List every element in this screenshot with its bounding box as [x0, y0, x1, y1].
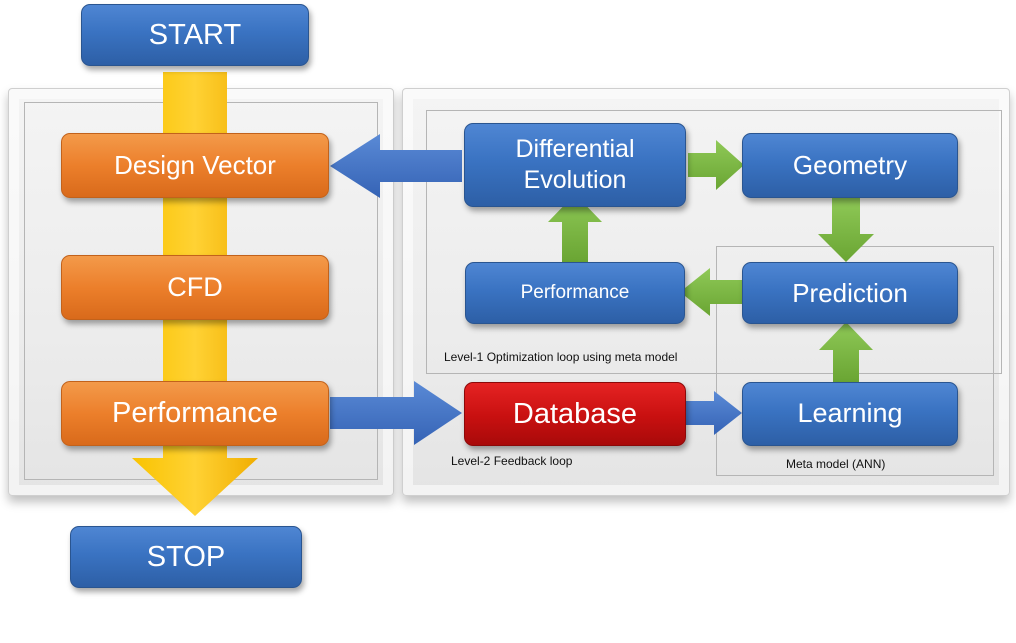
learning-node[interactable]: Learning [742, 382, 958, 446]
level1-loop-frame [426, 110, 1002, 374]
database-node[interactable]: Database [464, 382, 686, 446]
cfd-node[interactable]: CFD [61, 255, 329, 320]
prediction-node[interactable]: Prediction [742, 262, 958, 324]
arrow-geometry-to-prediction [818, 198, 874, 262]
arrow-learning-to-prediction [819, 322, 873, 382]
geometry-node[interactable]: Geometry [742, 133, 958, 198]
arrow-de-to-geometry [688, 140, 744, 190]
level2-caption: Level-2 Feedback loop [451, 454, 573, 468]
meta-model-caption: Meta model (ANN) [786, 457, 886, 471]
level1-caption: Level-1 Optimization loop using meta mod… [444, 350, 678, 364]
arrow-de-to-design-vector [330, 134, 462, 198]
arrow-performance-to-de [548, 194, 602, 262]
arrow-performance-to-database [330, 381, 462, 445]
differential-evolution-node[interactable]: Differential Evolution [464, 123, 686, 207]
arrow-database-to-learning [684, 391, 742, 435]
start-node[interactable]: START [81, 4, 309, 66]
performance-main-node[interactable]: Performance [61, 381, 329, 446]
design-vector-node[interactable]: Design Vector [61, 133, 329, 198]
performance-loop-node[interactable]: Performance [465, 262, 685, 324]
arrow-prediction-to-performance [680, 268, 742, 316]
stop-node[interactable]: STOP [70, 526, 302, 588]
